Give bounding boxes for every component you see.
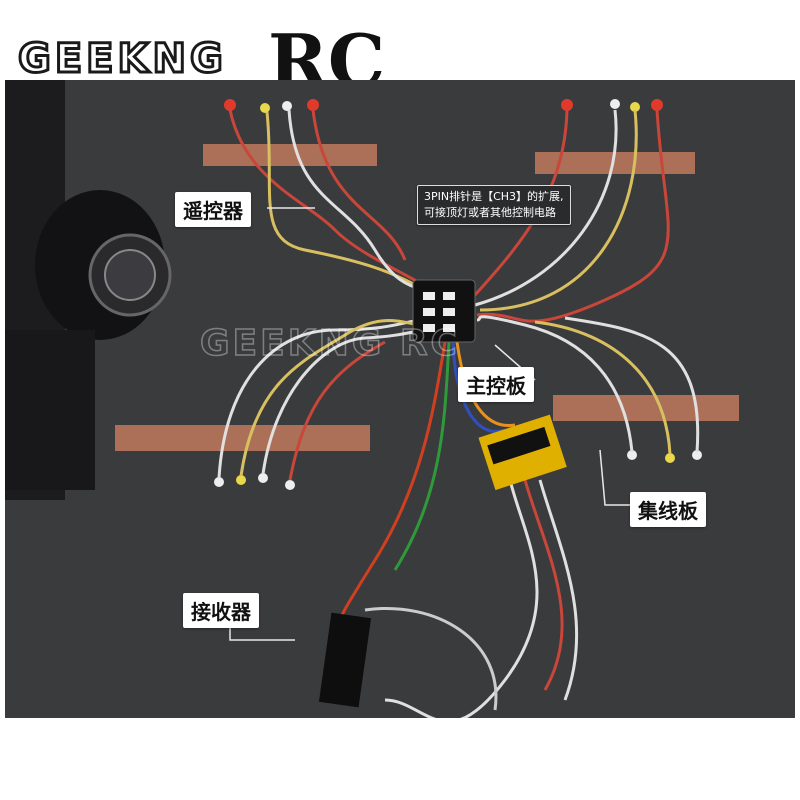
led-group-top-right <box>561 99 663 112</box>
main-board-label: 主控板 <box>458 367 534 402</box>
ch3-note-line2: 可接顶灯或者其他控制电路 <box>424 206 556 219</box>
wiring-scene: GEEKNG RC <box>5 80 739 718</box>
hub-board-label: 集线板 <box>630 492 706 527</box>
hub-board-illustration <box>478 414 567 491</box>
led-group-bottom-left <box>214 473 295 490</box>
product-photo: GEEKNG RC 遥控器 3PIN排针是【CH3】的扩展, 可接顶灯或者其他控… <box>5 80 795 718</box>
remote-label: 遥控器 <box>175 192 251 227</box>
watermark-text: GEEKNG RC <box>200 323 460 364</box>
wire-bundles <box>217 109 700 718</box>
brand-logo: GEEKNG RC <box>17 18 438 98</box>
brand-name: GEEKNG <box>17 35 227 84</box>
ch3-note-line1: 3PIN排针是【CH3】的扩展, <box>424 190 564 203</box>
main-board-illustration <box>412 279 476 343</box>
led-group-top-left <box>224 99 319 113</box>
ch3-expansion-note: 3PIN排针是【CH3】的扩展, 可接顶灯或者其他控制电路 <box>417 185 571 225</box>
remote-controller-illustration <box>5 80 172 500</box>
led-group-bottom-right <box>627 450 702 463</box>
receiver-illustration <box>318 612 372 708</box>
receiver-label: 接收器 <box>183 593 259 628</box>
